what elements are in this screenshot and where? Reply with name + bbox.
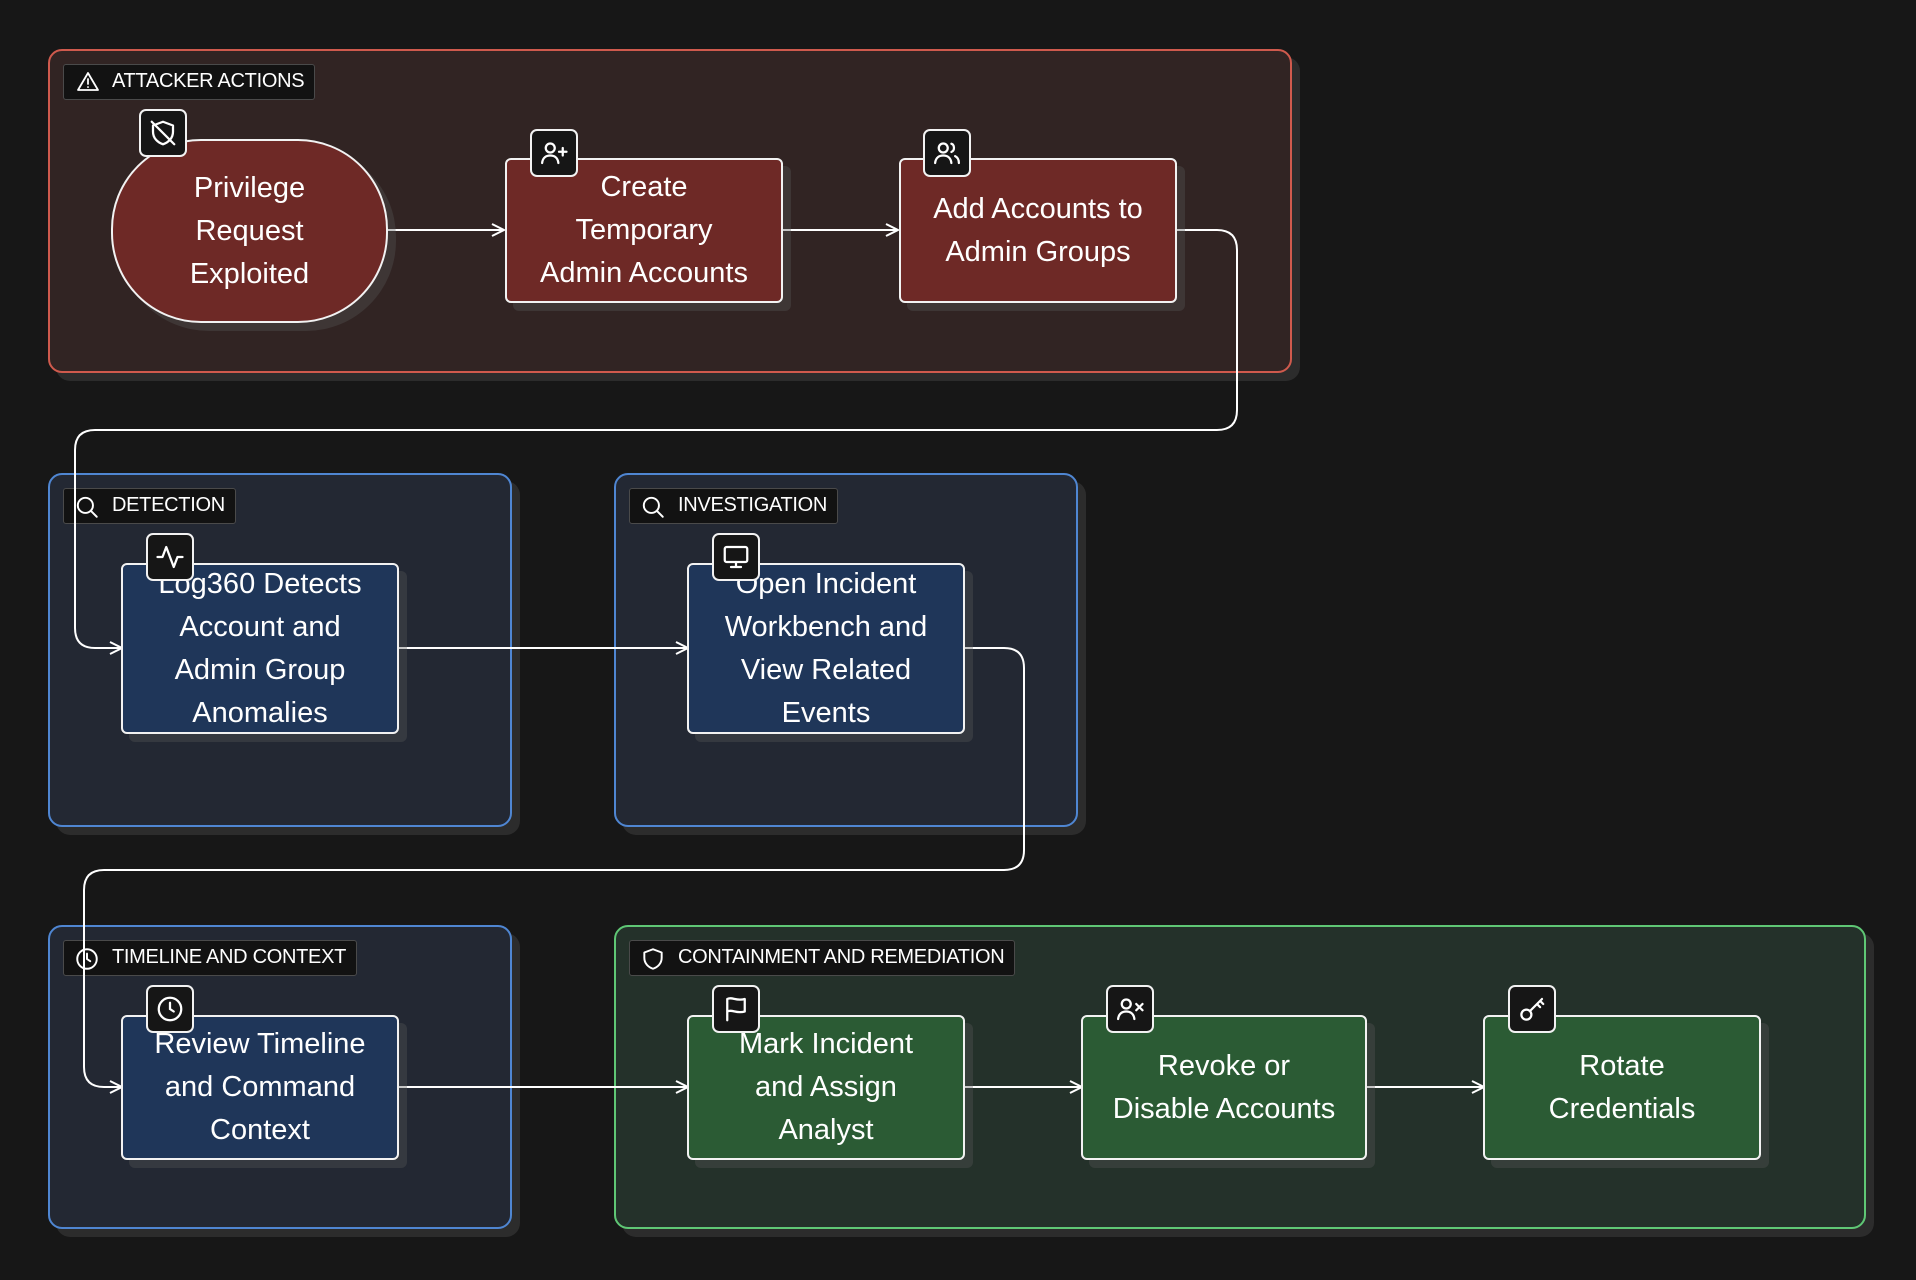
group-label-containment-and-remediation: CONTAINMENT AND REMEDIATION <box>629 940 1016 976</box>
clock-icon <box>146 985 194 1033</box>
node-rotate-credentials[interactable]: Rotate Credentials <box>1483 1015 1761 1160</box>
search-icon <box>642 496 664 518</box>
group-label-timeline-and-context: TIMELINE AND CONTEXT <box>63 940 358 976</box>
node-label: Open Incident Workbench and View Related… <box>724 567 928 729</box>
flag-icon <box>712 985 760 1033</box>
activity-icon <box>146 533 194 581</box>
monitor-icon <box>712 533 760 581</box>
users-icon <box>923 129 971 177</box>
user-x-icon <box>1106 985 1154 1033</box>
node-create-temporary-admin-accounts[interactable]: Create Temporary Admin Accounts <box>505 158 783 303</box>
node-label: Add Accounts to Admin Groups <box>933 192 1143 268</box>
node-revoke-or-disable-accounts[interactable]: Revoke or Disable Accounts <box>1081 1015 1367 1160</box>
node-label: Log360 Detects Account and Admin Group A… <box>158 567 362 729</box>
node-privilege-request-exploited[interactable]: Privilege Request Exploited <box>111 139 388 323</box>
alert-triangle-icon <box>77 72 99 91</box>
node-label: Privilege Request Exploited <box>189 171 310 290</box>
node-mark-incident-and-assign-analyst[interactable]: Mark Incident and Assign Analyst <box>687 1015 965 1160</box>
node-label: Mark Incident and Assign Analyst <box>738 1028 914 1146</box>
shield-icon <box>643 948 663 970</box>
group-label-attacker-actions: ATTACKER ACTIONS <box>63 64 316 100</box>
shield-off-icon <box>139 109 187 157</box>
group-label-detection: DETECTION <box>63 488 236 524</box>
node-label: Rotate Credentials <box>1548 1049 1696 1125</box>
node-add-accounts-to-admin-groups[interactable]: Add Accounts to Admin Groups <box>899 158 1177 303</box>
node-label: Create Temporary Admin Accounts <box>540 171 748 289</box>
edge-addgroups-to-log360 <box>74 229 1238 648</box>
group-label-investigation: INVESTIGATION <box>629 488 839 524</box>
node-log360-detects-anomalies[interactable]: Log360 Detects Account and Admin Group A… <box>121 563 399 734</box>
search-icon <box>76 496 98 518</box>
user-plus-icon <box>530 129 578 177</box>
edge-workbench-to-timeline <box>83 647 1025 1087</box>
node-label: Review Timeline and Command Context <box>154 1028 366 1146</box>
node-label: Revoke or Disable Accounts <box>1112 1049 1336 1125</box>
node-open-incident-workbench[interactable]: Open Incident Workbench and View Related… <box>687 563 965 734</box>
key-icon <box>1508 985 1556 1033</box>
node-review-timeline-and-command-context[interactable]: Review Timeline and Command Context <box>121 1015 399 1160</box>
clock-icon <box>76 948 98 970</box>
